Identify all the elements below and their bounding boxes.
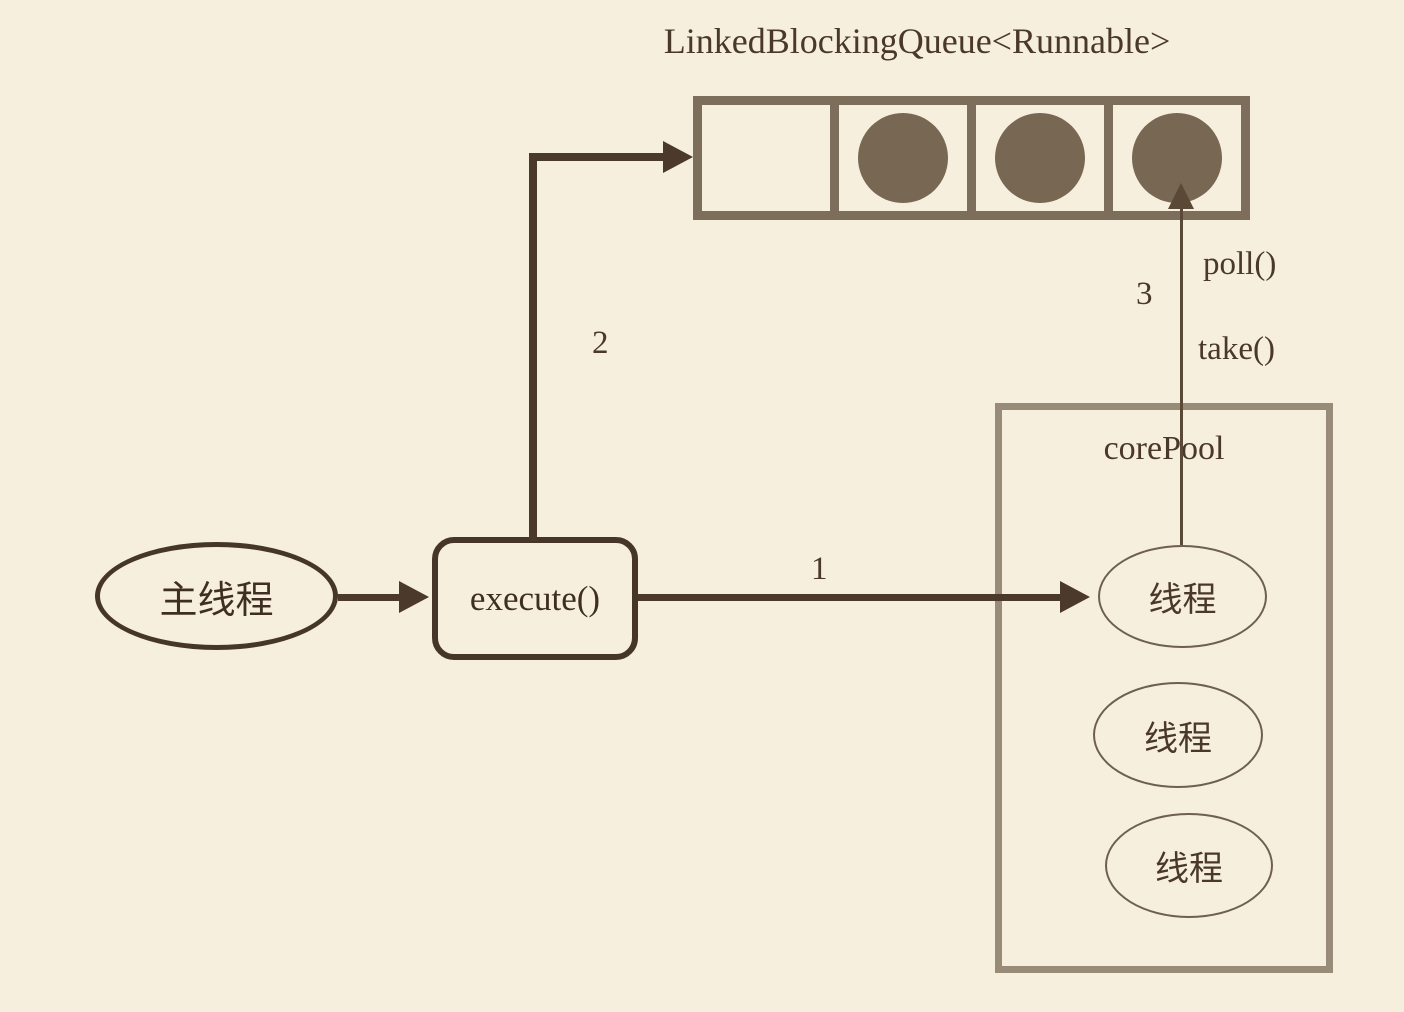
thread-node: 线程 xyxy=(1105,813,1273,918)
thread-label: 线程 xyxy=(1155,851,1223,888)
core-pool-box xyxy=(995,403,1333,973)
blocking-queue xyxy=(693,96,1250,220)
take-method-label: take() xyxy=(1198,331,1275,367)
arrow-right-icon xyxy=(1060,581,1090,613)
queue-title: LinkedBlockingQueue<Runnable> xyxy=(663,21,1171,61)
task-dot-icon xyxy=(858,113,948,203)
thread-node: 线程 xyxy=(1098,545,1267,648)
core-pool-label: corePool xyxy=(1103,430,1225,467)
queue-cell xyxy=(830,105,967,211)
edge-step3-label: 3 xyxy=(1136,276,1153,312)
queue-cell xyxy=(967,105,1104,211)
edge-step1-line xyxy=(638,594,1062,601)
edge-main-to-execute-line xyxy=(338,594,402,601)
main-thread-node: 主线程 xyxy=(95,542,338,650)
queue-cell xyxy=(702,105,830,211)
arrow-right-icon xyxy=(663,141,693,173)
edge-step1-label: 1 xyxy=(811,551,828,587)
thread-label: 线程 xyxy=(1148,582,1217,619)
thread-node: 线程 xyxy=(1093,682,1263,788)
arrow-right-icon xyxy=(399,581,429,613)
arrow-up-icon xyxy=(1168,183,1194,209)
edge-step2-vertical-line xyxy=(529,153,537,541)
execute-node: execute() xyxy=(432,537,638,660)
task-dot-icon xyxy=(995,113,1085,203)
thread-label: 线程 xyxy=(1144,720,1212,758)
main-thread-label: 主线程 xyxy=(159,579,274,622)
edge-step3-line xyxy=(1180,205,1183,545)
poll-method-label: poll() xyxy=(1203,246,1277,282)
edge-step2-horizontal-line xyxy=(529,153,669,161)
edge-step2-label: 2 xyxy=(592,325,609,361)
execute-label: execute() xyxy=(469,578,601,618)
